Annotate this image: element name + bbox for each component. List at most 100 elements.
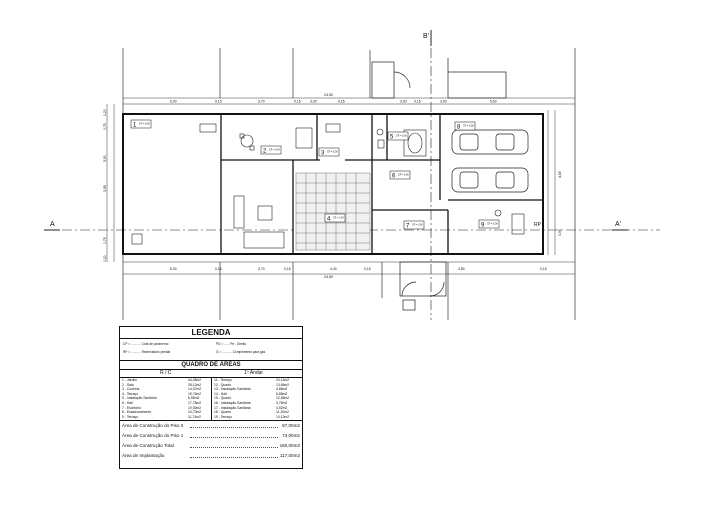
- area-name: 9 - Terraço: [122, 414, 139, 419]
- legend-panel: LEGENDA CP = ........... Cota de pavimen…: [119, 326, 303, 469]
- room-number: 6: [392, 174, 396, 180]
- area-value: 44,45m2: [188, 378, 202, 382]
- room-tag-box: [260, 145, 282, 155]
- room-tag-box: [387, 131, 409, 141]
- area-value: 11,20m2: [276, 410, 289, 415]
- dim-top-3: 0,15: [294, 100, 301, 104]
- dim-top-6: 3,00: [400, 100, 407, 104]
- legend-abbr-pd: PD = ...... Pé - Direito: [216, 342, 247, 346]
- room-level: CP = 0,00: [398, 174, 409, 177]
- area-total-label: Área de Implantação: [122, 453, 165, 458]
- area-total-label: Área de Construção do Piso 1: [122, 433, 184, 438]
- area-value: 28,12m2: [188, 382, 202, 387]
- area-value: 6,88m2: [276, 391, 288, 396]
- rp-label: RP: [534, 222, 542, 228]
- room-number: 2: [263, 149, 267, 155]
- area-name: 1 - Jardim: [122, 378, 138, 382]
- area-total-value: 117,00m2: [279, 453, 300, 458]
- area-name: 4 - Terraço: [122, 391, 139, 396]
- area-name: 6 - Hall: [122, 401, 133, 405]
- area-value: 11,74m2: [188, 414, 201, 419]
- dim-top-4: 3,00: [310, 100, 317, 104]
- room-level: CP = 0,00: [412, 224, 423, 227]
- bottom-dimensions: [123, 261, 575, 275]
- dim-left-1: 0,75: [103, 123, 107, 130]
- legend-abbr-g: G = ........... Comprimento para gás: [216, 350, 266, 354]
- dim-top-8: 3,00: [440, 100, 447, 104]
- areas-table-header: R / C 1º Andar: [120, 370, 302, 378]
- room-level: CP = 0,00: [333, 217, 344, 220]
- dim-top-5: 0,15: [338, 100, 345, 104]
- dim-bottom-0: 6,00: [170, 267, 177, 271]
- area-name: 7 - Escritório: [122, 405, 142, 410]
- top-dimensions: [123, 97, 575, 105]
- terrace-tiles: [295, 172, 371, 251]
- dim-top-total: 24,50: [324, 93, 333, 97]
- area-name: 14 - Hall: [214, 391, 227, 396]
- room-number: 7: [406, 224, 410, 230]
- floor-plan-drawing: A A' B' B 24,50 6,000,153,700,153,000,15…: [44, 30, 660, 320]
- room-number: 1: [133, 123, 137, 129]
- area-name: 19 - Terraço: [214, 414, 233, 419]
- area-total-value: 73,00m2: [282, 433, 300, 438]
- area-name: 12 - Quarto: [214, 382, 232, 387]
- room-tag-box: [389, 170, 411, 180]
- dim-bottom-5: 0,15: [364, 267, 371, 271]
- table-row: 4 - Terraço 19,76m2 14 - Hall 6,88m2: [120, 392, 302, 397]
- area-name: 2 - Sala: [122, 382, 134, 387]
- room-level: CP = 0,00: [487, 223, 498, 226]
- room-level: CP = 0,00: [396, 135, 407, 138]
- area-total-row: Área de Implantação 117,00m2: [120, 451, 302, 461]
- dim-left-0: 0,20: [103, 109, 107, 116]
- exterior-walls: [122, 113, 544, 255]
- legend-abbr-rp: RP = ........... Reservatório predial: [123, 350, 171, 354]
- section-mark-b-prime: B': [423, 33, 429, 40]
- area-name: 11 - Terraço: [214, 378, 232, 382]
- area-value: 3,78m2: [276, 401, 288, 405]
- room-tag-box: [130, 119, 152, 129]
- interior-walls: [220, 114, 543, 254]
- col-header-rc: R / C: [160, 370, 172, 376]
- room-level: CP = 0,00: [269, 149, 280, 152]
- section-mark-a: A: [50, 221, 55, 228]
- area-value: 10,12m2: [276, 414, 290, 419]
- dim-right-0: 4,65: [558, 171, 562, 178]
- area-name: 16 - Instalação Sanitária: [214, 401, 251, 405]
- dim-left-5: 0,20: [103, 255, 107, 262]
- right-dimensions: [547, 110, 556, 255]
- room-tag-box: [324, 213, 346, 223]
- legend-title: LEGENDA: [120, 327, 302, 339]
- dim-left-3: 3,95: [103, 185, 107, 192]
- areas-table-title: QUADRO DE ÁREAS: [120, 361, 302, 370]
- area-total-row: Área de Construção do Piso 1 73,00m2: [120, 431, 302, 441]
- area-total-label: Área de Construção Total: [122, 443, 174, 448]
- area-value: 12,85m2: [276, 396, 290, 401]
- upper-entrance: [371, 58, 507, 99]
- dim-bottom-1: 0,15: [215, 267, 222, 271]
- left-dimensions: [106, 104, 115, 262]
- furniture: [131, 123, 525, 249]
- parked-cars: [451, 129, 529, 193]
- area-value: 14,47m2: [188, 387, 202, 392]
- dim-top-9: 5,60: [490, 100, 497, 104]
- room-level: CP = 0,00: [139, 123, 150, 126]
- room-tag-box: [403, 220, 425, 230]
- area-name: 8 - Estacionamento: [122, 410, 152, 415]
- area-total-label: Área de Construção do Piso 0: [122, 423, 184, 428]
- room-number: 5: [390, 135, 394, 141]
- legend-abbreviations: CP = ........... Cota de pavimento PD = …: [120, 339, 302, 361]
- area-value: 19,76m2: [188, 391, 202, 396]
- dim-bottom-3: 0,15: [284, 267, 291, 271]
